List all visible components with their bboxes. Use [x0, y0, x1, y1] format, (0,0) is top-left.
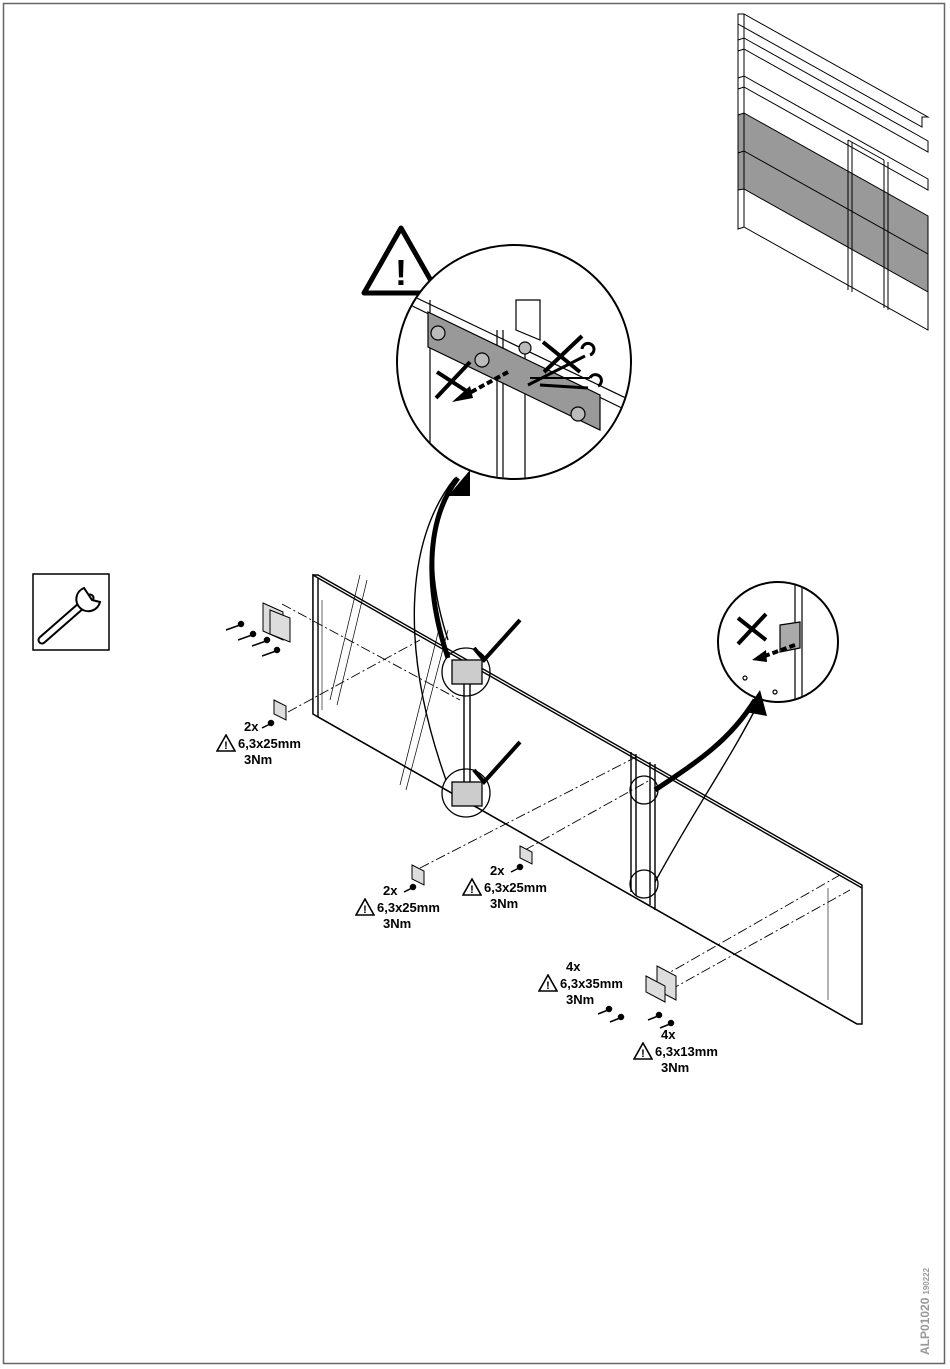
svg-text:!: ! — [395, 252, 407, 293]
callout-quantity: 4x — [661, 1027, 718, 1042]
svg-text:!: ! — [546, 980, 550, 992]
callout-screw-size: 6,3x25mm — [484, 880, 547, 895]
callout-screw-size: 6,3x25mm — [238, 736, 301, 751]
fastener-callout-bottom: 4x ! 6,3x13mm 3Nm — [633, 1027, 718, 1075]
fastener-callout-left: 2x ! 6,3x25mm 3Nm — [216, 719, 301, 767]
checkmark-icon — [474, 620, 520, 660]
callout-quantity: 2x — [490, 863, 547, 878]
fastener-callout-middle-left: 2x ! 6,3x25mm 3Nm — [355, 883, 440, 931]
warning-triangle-icon: ! — [355, 898, 375, 916]
bolt — [475, 353, 489, 367]
overview-wall-grid — [738, 14, 928, 330]
bolt — [571, 407, 585, 421]
warning-triangle-icon: ! — [216, 734, 236, 752]
bolt — [431, 326, 445, 340]
callout-quantity: 2x — [383, 883, 440, 898]
wrench-icon — [33, 574, 109, 650]
bolt — [519, 342, 531, 354]
callout-screw-size: 6,3x13mm — [655, 1044, 718, 1059]
callout-torque: 3Nm — [661, 1060, 718, 1075]
callout-screw-size: 6,3x35mm — [560, 976, 623, 991]
callout-quantity: 4x — [566, 959, 623, 974]
document-date: 190222 — [922, 1268, 931, 1295]
svg-text:!: ! — [363, 904, 367, 916]
fastener-callout-bottom-top: 4x ! 6,3x35mm 3Nm — [538, 959, 623, 1007]
document-id: ALP01020 190222 — [918, 1268, 932, 1355]
detail-zoom-circle-right — [718, 580, 838, 705]
callout-torque: 3Nm — [244, 752, 301, 767]
warning-triangle-icon: ! — [633, 1042, 653, 1060]
fastener-callout-middle-right: 2x ! 6,3x25mm 3Nm — [462, 863, 547, 911]
warning-triangle-icon: ! — [462, 878, 482, 896]
callout-torque: 3Nm — [383, 916, 440, 931]
callout-torque: 3Nm — [566, 992, 623, 1007]
document-code: ALP01020 — [918, 1298, 932, 1355]
warning-triangle-icon: ! — [538, 974, 558, 992]
svg-text:!: ! — [470, 884, 474, 896]
callout-screw-size: 6,3x25mm — [377, 900, 440, 915]
svg-text:!: ! — [641, 1048, 645, 1060]
svg-text:!: ! — [224, 740, 228, 752]
callout-torque: 3Nm — [490, 896, 547, 911]
detail-zoom-circle-top — [397, 245, 631, 480]
callout-quantity: 2x — [244, 719, 301, 734]
